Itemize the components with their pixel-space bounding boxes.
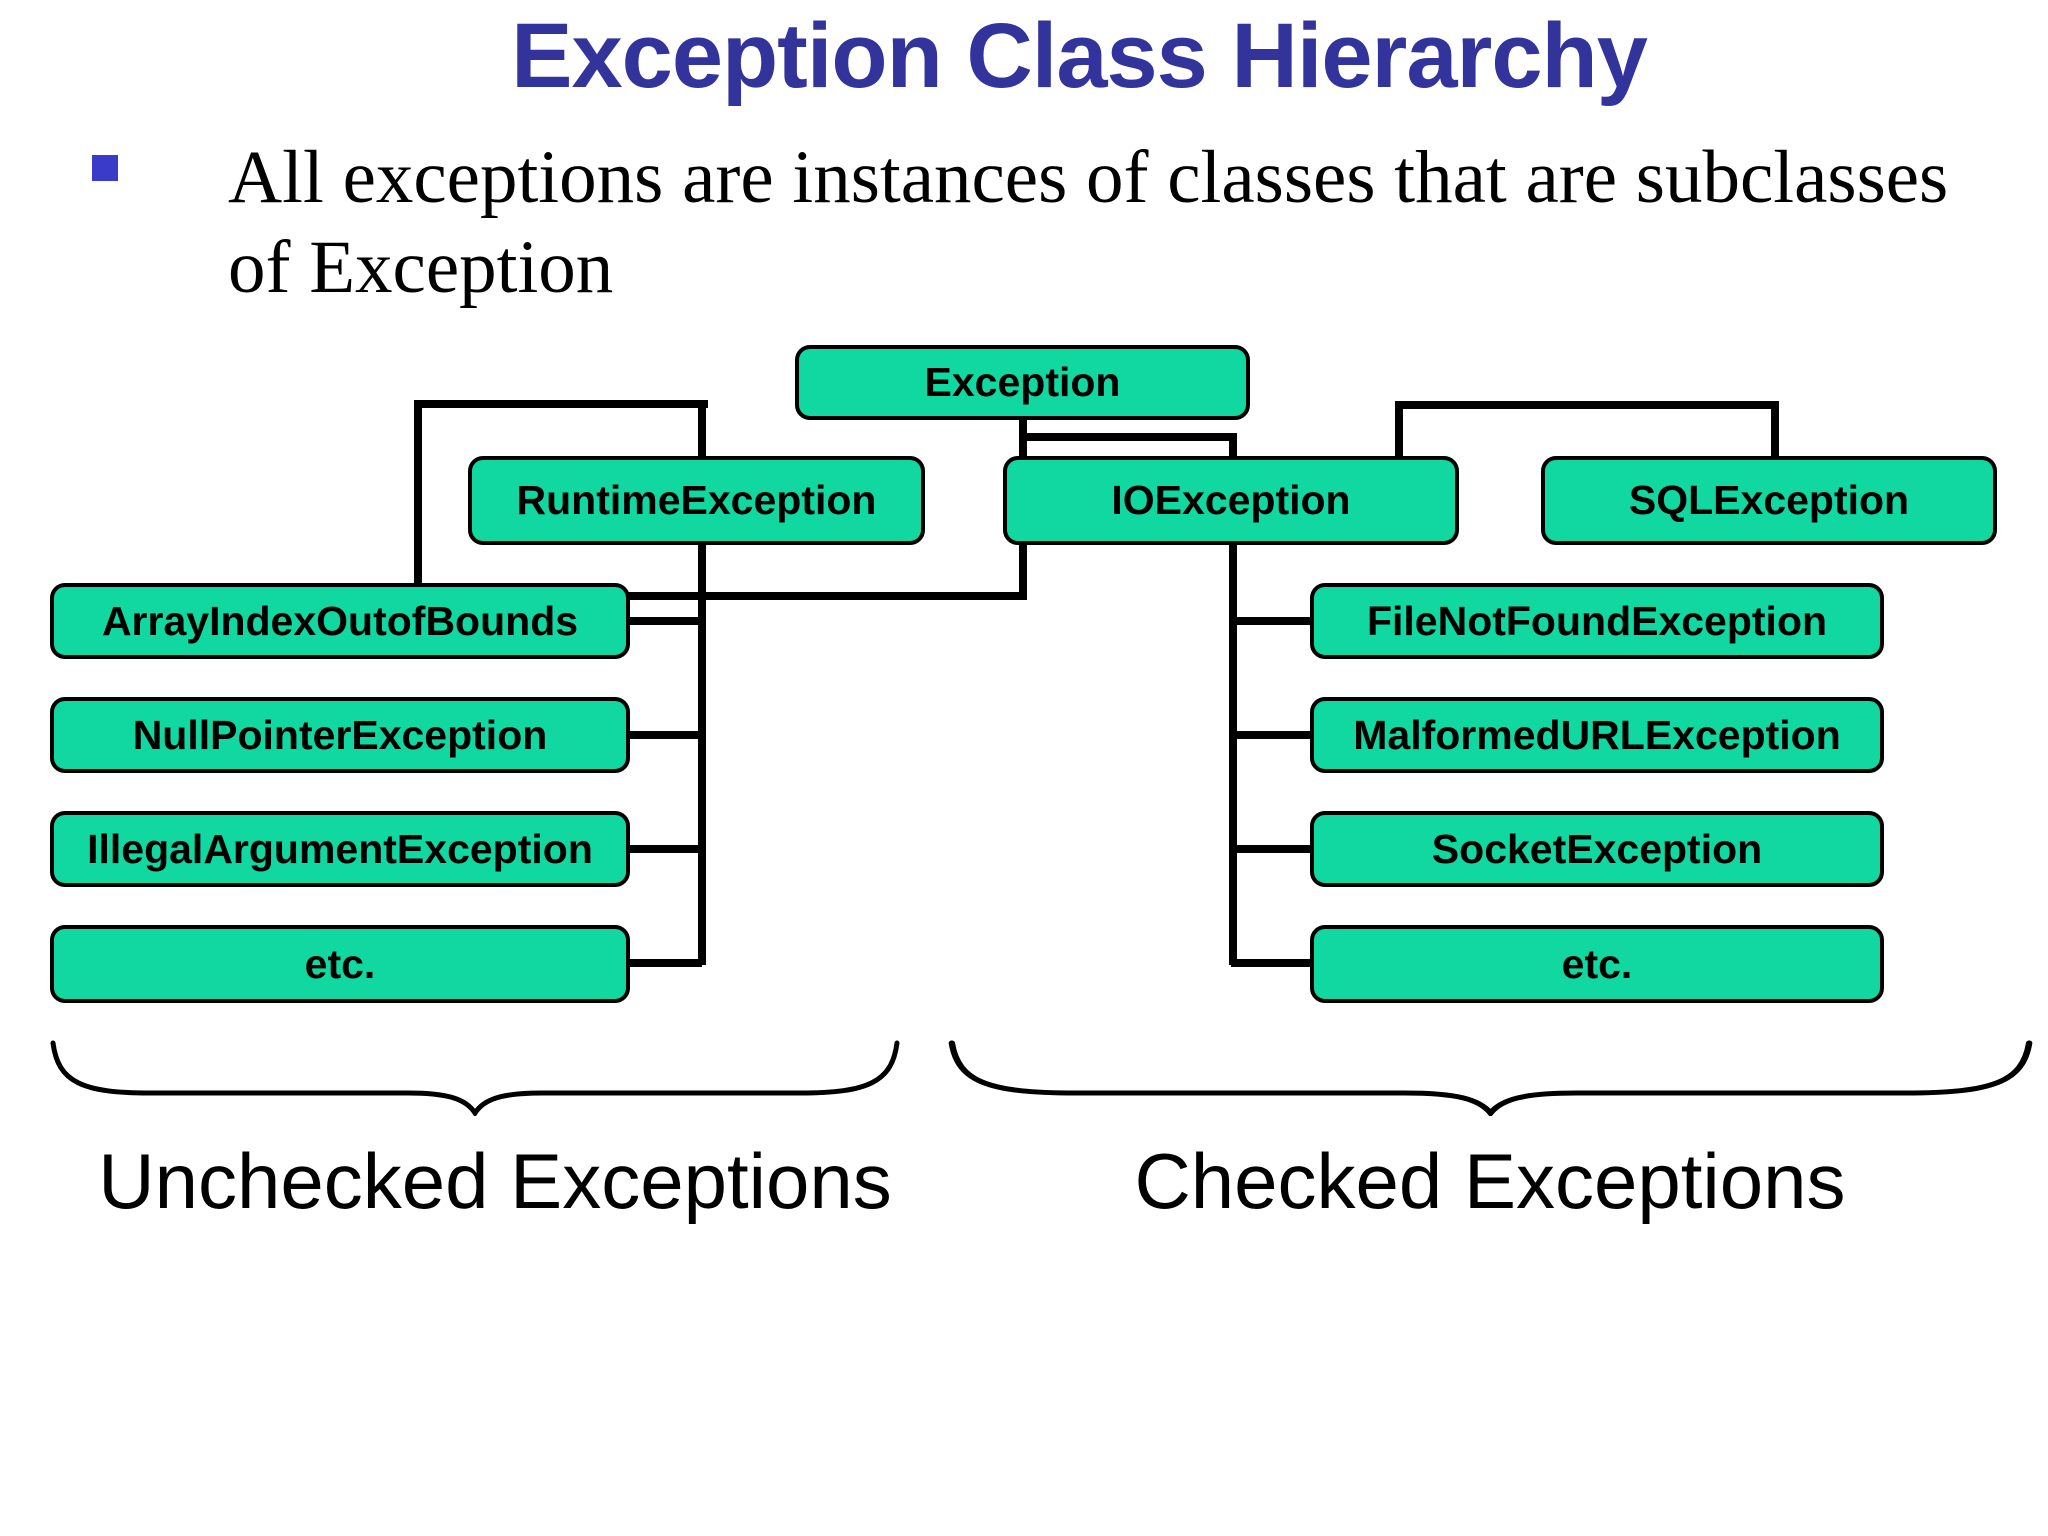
node-illegalargumentexception: IllegalArgumentException — [50, 811, 630, 887]
underbrace-right-icon — [948, 1040, 2033, 1116]
bullet-text-line2: of Exception — [228, 226, 614, 309]
connector-io-top-drop — [1229, 433, 1237, 460]
label-checked-exceptions: Checked Exceptions — [1134, 1137, 1846, 1225]
connector-right-stub-2 — [1231, 731, 1314, 739]
connector-rail-horizontal — [626, 592, 1027, 600]
underbrace-left-icon — [50, 1040, 900, 1116]
node-runtimeexception: RuntimeException — [468, 456, 925, 545]
node-socketexception: SocketException — [1310, 811, 1884, 887]
node-checked-etc: etc. — [1310, 925, 1884, 1003]
connector-left-stub-4 — [626, 959, 702, 967]
node-exception: Exception — [795, 345, 1250, 420]
connector-left-stub-2 — [626, 731, 702, 739]
connector-right-stub-1 — [1231, 617, 1314, 625]
label-unchecked-exceptions: Unchecked Exceptions — [98, 1137, 892, 1225]
connector-sql-bracket-right-drop — [1771, 401, 1779, 460]
connector-right-spine — [1229, 543, 1237, 965]
connector-right-stub-3 — [1231, 845, 1314, 853]
connector-arrayindex-top-riser — [414, 400, 422, 586]
connector-right-stub-4 — [1231, 959, 1314, 967]
node-ioexception: IOException — [1003, 456, 1459, 545]
bullet-text: All exceptions are instances of classes … — [228, 133, 1988, 313]
connector-left-spine — [698, 400, 706, 965]
node-sqlexception: SQLException — [1541, 456, 1997, 545]
node-unchecked-etc: etc. — [50, 925, 630, 1003]
page-title: Exception Class Hierarchy — [511, 5, 1648, 107]
connector-io-staple-horizontal — [1019, 433, 1237, 441]
bullet-text-line1: All exceptions are instances of classes … — [228, 136, 1949, 219]
bullet-square-icon — [92, 155, 118, 181]
connector-sql-bracket-left-drop — [1395, 401, 1403, 460]
connector-left-stub-3 — [626, 845, 702, 853]
connector-left-staple-horizontal — [414, 400, 708, 408]
node-filenotfoundexception: FileNotFoundException — [1310, 583, 1884, 659]
connector-left-stub-1 — [626, 617, 702, 625]
node-nullpointerexception: NullPointerException — [50, 697, 630, 773]
connector-sql-bracket-horizontal — [1395, 401, 1779, 409]
node-arrayindexoutofbounds: ArrayIndexOutofBounds — [50, 583, 630, 659]
node-malformedurlexception: MalformedURLException — [1310, 697, 1884, 773]
